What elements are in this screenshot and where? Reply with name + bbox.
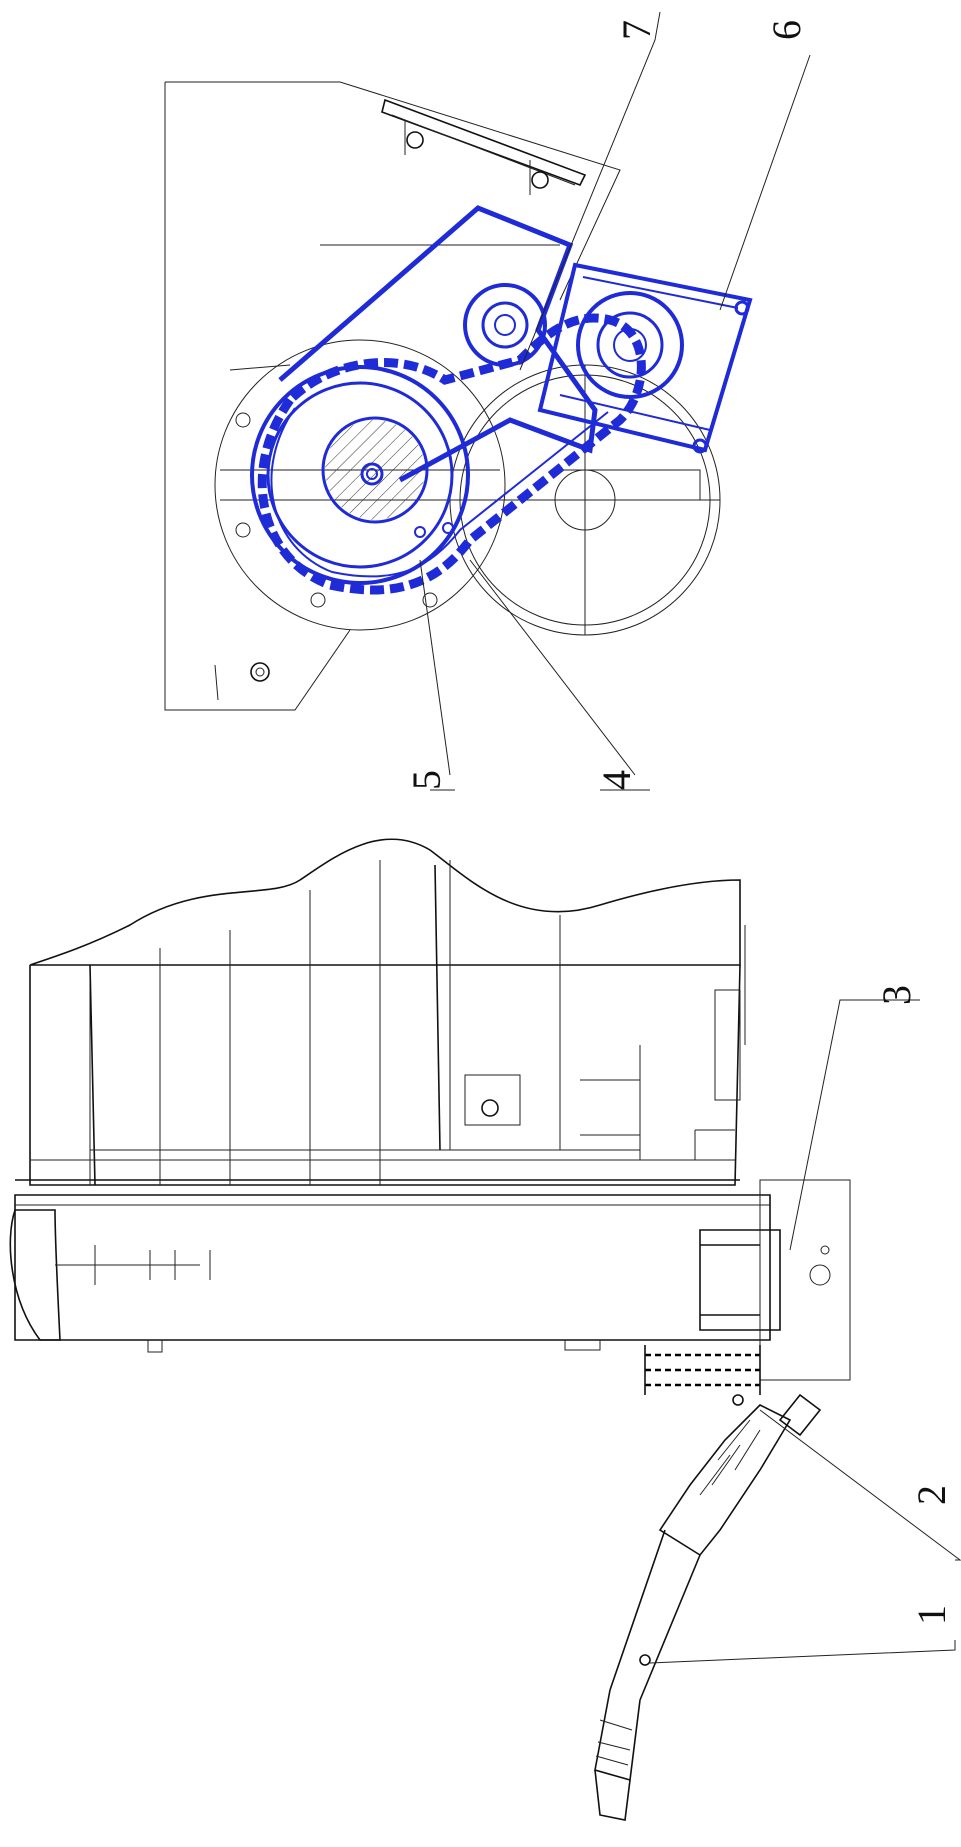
leader-5 <box>419 559 451 776</box>
shaft-boot <box>658 1404 792 1557</box>
chain-guard-cover <box>278 205 598 483</box>
roller-chain <box>257 313 646 595</box>
pto-shaft <box>594 1393 822 1821</box>
main-frame <box>14 1194 771 1341</box>
end-cap <box>9 1209 61 1341</box>
chain-drive-detail-view <box>164 11 811 791</box>
linkage-rod <box>55 1245 211 1285</box>
drive-disc <box>214 339 506 631</box>
callout-7: 7 <box>614 20 659 40</box>
callout-4: 4 <box>594 770 639 790</box>
tensioner-box <box>537 262 753 454</box>
idler-sprocket <box>463 283 547 367</box>
callout-3: 3 <box>874 985 919 1005</box>
inspection-plate <box>464 1074 521 1126</box>
housing-edge-lines <box>229 244 560 371</box>
leader-7 <box>519 11 661 371</box>
drive-sprocket-stack <box>644 1345 761 1406</box>
bolt-nut <box>250 662 270 682</box>
chain-drive-assembly <box>250 205 753 595</box>
hopper-body <box>29 838 741 966</box>
callout-labels: 7 6 5 4 3 2 1 <box>404 20 954 1625</box>
callout-6: 6 <box>764 20 809 40</box>
fastener <box>414 526 426 538</box>
callout-2: 2 <box>909 1485 954 1505</box>
leader-2 <box>759 1409 961 1561</box>
machine-side-view <box>9 838 961 1821</box>
callout-1: 1 <box>909 1605 954 1625</box>
leader-3 <box>789 999 920 1251</box>
large-sprocket <box>250 365 470 585</box>
leader-6 <box>719 54 811 311</box>
shaft-tube <box>609 1529 701 1701</box>
gearbox <box>699 1179 851 1381</box>
leader-1 <box>649 1640 956 1664</box>
secondary-wheel <box>449 364 721 636</box>
leader-4 <box>469 559 636 776</box>
latch-bracket <box>381 98 587 195</box>
callout-5: 5 <box>404 770 449 790</box>
housing-plate-outline <box>164 81 621 711</box>
